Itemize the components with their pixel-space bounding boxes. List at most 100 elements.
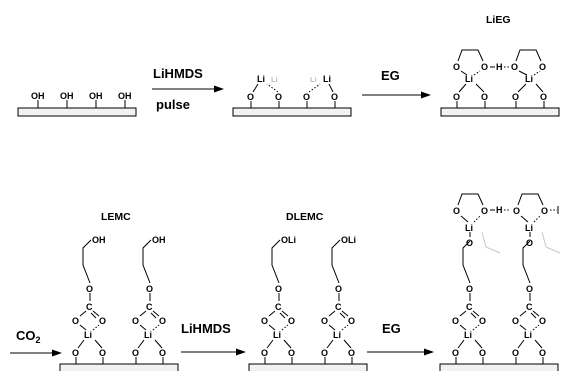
li-label: Li: [525, 223, 533, 233]
li-label: Li: [525, 74, 533, 84]
oh-label: OH: [31, 91, 45, 101]
o-label: O: [72, 316, 79, 326]
reagent-label: LiHMDS: [181, 321, 231, 336]
oh-label: OH: [152, 235, 166, 245]
substrate-bar: [17, 107, 137, 117]
c-label: C: [146, 302, 153, 312]
oh-label: OH: [118, 91, 132, 101]
o-label: O: [275, 92, 282, 102]
o-label: O: [159, 348, 166, 358]
o-label: O: [512, 316, 519, 326]
c-label: C: [466, 302, 473, 312]
o-label: O: [539, 316, 546, 326]
o-label: O: [481, 206, 488, 216]
substrate-bar: [59, 363, 179, 371]
o-label: O: [452, 316, 459, 326]
o-label: O: [99, 316, 106, 326]
o-label: O: [132, 316, 139, 326]
oh-label: OH: [89, 91, 103, 101]
o-label: O: [321, 316, 328, 326]
o-label: O: [335, 284, 342, 294]
o-label: O: [288, 348, 295, 358]
o-label: O: [275, 284, 282, 294]
substrate-hydroxylated: OH OH OH OH: [17, 91, 137, 117]
o-label: O: [466, 284, 473, 294]
o-label: O: [452, 348, 459, 358]
li-ghost-label: Li: [271, 75, 278, 84]
li-label: Li: [257, 74, 265, 84]
substrate-bar: [232, 107, 352, 117]
c-label: C: [526, 302, 533, 312]
o-label: O: [540, 92, 547, 102]
c-label: C: [86, 302, 93, 312]
o-label: O: [539, 62, 546, 72]
reagent-label: EG: [381, 68, 400, 83]
structure-title-lieg: LiEG: [486, 14, 511, 26]
substrate-lieg: O O Li O O H O O Li O O: [440, 49, 560, 117]
o-label: O: [99, 348, 106, 358]
structure-title-dlemc: DLEMC: [286, 211, 324, 223]
o-label: O: [479, 348, 486, 358]
li-label: Li: [273, 330, 281, 340]
substrate-lithiated: O O Li Li O O Li Li: [232, 74, 352, 117]
substrate-bar: [248, 363, 368, 371]
substrate-final: O O Li O O C O O Li O O H O O: [439, 193, 561, 371]
arrow-step-eg-2: EG: [367, 321, 434, 356]
substrate-dlemc: O O Li O O C O OLi O O Li O O C O: [248, 235, 368, 371]
substrate-bar: [440, 107, 560, 117]
o-label: O: [261, 348, 268, 358]
o-label: O: [321, 348, 328, 358]
o-label: O: [303, 92, 310, 102]
h-label: H: [496, 205, 503, 215]
hydroxyl-group: OH: [60, 91, 74, 108]
reagent-label: EG: [382, 321, 401, 336]
oh-label: OH: [92, 235, 106, 245]
o-label: O: [331, 92, 338, 102]
o-label: O: [261, 316, 268, 326]
c-label: C: [335, 302, 342, 312]
li-label: Li: [144, 330, 152, 340]
structure-title-lemc: LEMC: [101, 211, 131, 223]
mode-label: pulse: [156, 97, 190, 112]
li-label: Li: [464, 330, 472, 340]
o-label: O: [481, 92, 488, 102]
li-label: Li: [333, 330, 341, 340]
arrow-step-lihmds-pulse: LiHMDS pulse: [152, 66, 224, 112]
o-label: O: [132, 348, 139, 358]
oh-label: OH: [60, 91, 74, 101]
reagent-label: CO2: [16, 328, 41, 345]
o-label: O: [526, 238, 533, 248]
reagent-label: LiHMDS: [153, 66, 203, 81]
c-label: C: [275, 302, 282, 312]
li-label: Li: [524, 330, 532, 340]
o-label: O: [466, 238, 473, 248]
o-label: O: [159, 316, 166, 326]
arrow-step-eg: EG: [362, 68, 431, 99]
o-label: O: [288, 316, 295, 326]
o-label: O: [481, 62, 488, 72]
o-label: O: [512, 92, 519, 102]
li-ghost-label: Li: [310, 75, 317, 84]
o-label: O: [512, 348, 519, 358]
arrow-step-lihmds: LiHMDS: [181, 321, 246, 356]
li-label: Li: [323, 74, 331, 84]
li-label: Li: [465, 223, 473, 233]
li-label: Li: [84, 330, 92, 340]
o-label: O: [453, 206, 460, 216]
o-label: O: [453, 92, 460, 102]
substrate-bar: [439, 363, 559, 371]
o-label: O: [247, 92, 254, 102]
arrow-step-co2: CO2: [10, 328, 62, 357]
o-label: O: [72, 348, 79, 358]
o-label: O: [513, 206, 520, 216]
hydroxyl-group: OH: [89, 91, 103, 108]
o-label: O: [146, 284, 153, 294]
o-label: O: [453, 62, 460, 72]
hydroxyl-group: OH: [31, 91, 45, 108]
o-label: O: [479, 316, 486, 326]
o-label: O: [511, 62, 518, 72]
o-label: O: [348, 316, 355, 326]
oli-label: OLi: [341, 235, 356, 245]
